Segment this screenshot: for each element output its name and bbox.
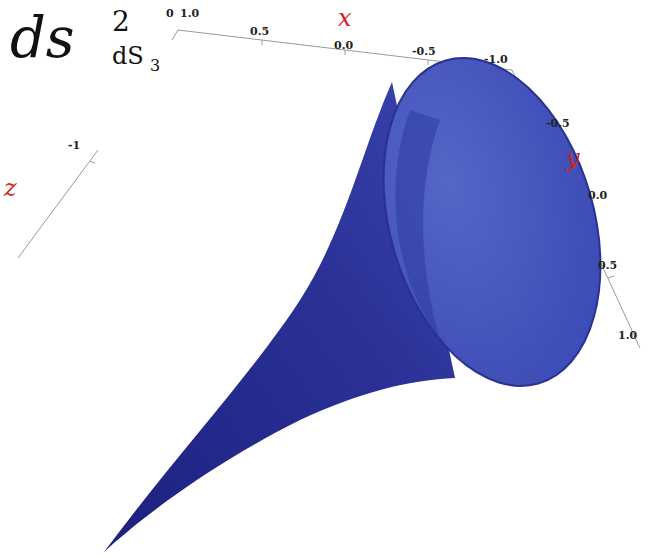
bell-inner-shade — [395, 110, 440, 340]
tick-label: 1.0 — [618, 330, 637, 341]
axis-label: z — [4, 176, 17, 200]
tick-label: -1 — [68, 140, 80, 151]
tick-label: 0.0 — [334, 40, 353, 51]
formula-subscript: 3 — [150, 58, 160, 74]
tick-label: 0.5 — [598, 260, 617, 271]
tick-label: 1.0 — [180, 8, 199, 19]
tick-label: 0.5 — [250, 26, 269, 37]
axis-label: x — [338, 6, 352, 30]
horn-surface — [104, 82, 455, 552]
formula-superscript: 2 — [112, 8, 130, 36]
tick-label: 0.0 — [588, 190, 607, 201]
bell-opening — [348, 32, 637, 411]
axis-label: y — [566, 146, 580, 170]
tick-label: -0.5 — [546, 118, 570, 129]
tick-label: 0 — [166, 8, 174, 19]
tick-label: -0.5 — [412, 46, 436, 57]
formula-main: ds — [10, 10, 75, 66]
tick-label: -1.0 — [484, 54, 508, 65]
formula-subscript: dS — [112, 44, 144, 68]
